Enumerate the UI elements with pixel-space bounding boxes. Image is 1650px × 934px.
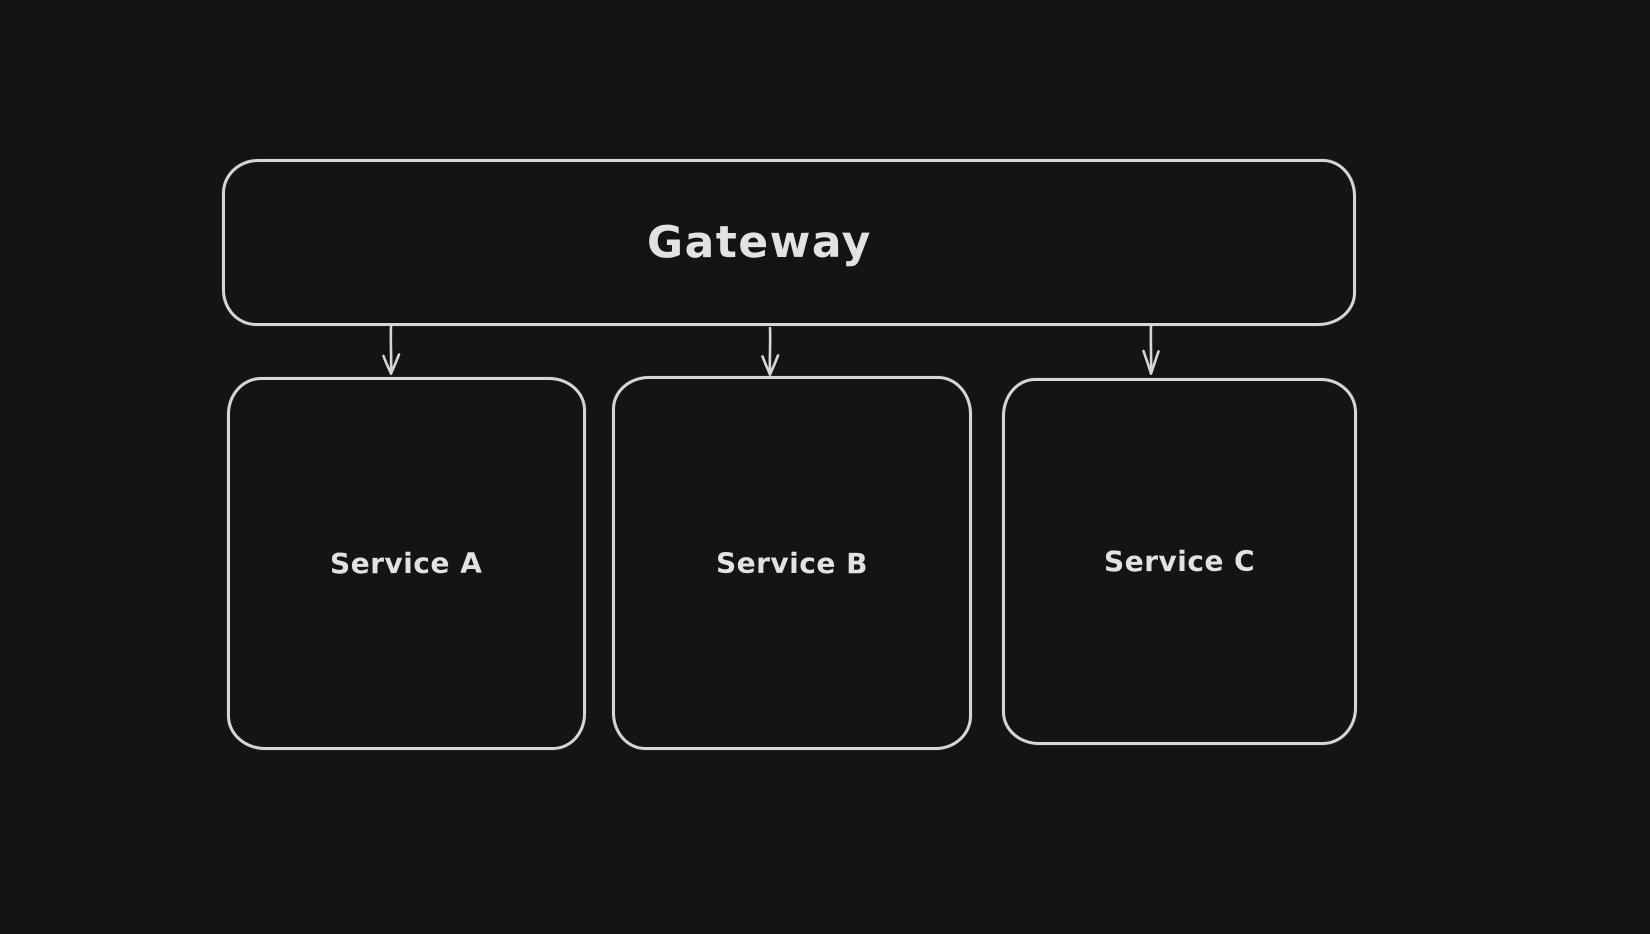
node-service-b[interactable]: Service B bbox=[612, 376, 972, 750]
node-gateway[interactable]: Gateway bbox=[222, 159, 1356, 326]
node-service-b-label: Service B bbox=[715, 546, 869, 580]
node-service-c-label: Service C bbox=[1103, 544, 1256, 579]
arrow-gateway-to-service-b[interactable] bbox=[761, 326, 780, 376]
node-service-a[interactable]: Service A bbox=[227, 377, 586, 750]
node-service-c[interactable]: Service C bbox=[1002, 378, 1357, 745]
node-gateway-label: Gateway bbox=[646, 216, 872, 269]
arrow-gateway-to-service-a[interactable] bbox=[382, 325, 401, 375]
arrow-gateway-to-service-c[interactable] bbox=[1142, 324, 1160, 375]
node-service-a-label: Service A bbox=[330, 546, 483, 581]
